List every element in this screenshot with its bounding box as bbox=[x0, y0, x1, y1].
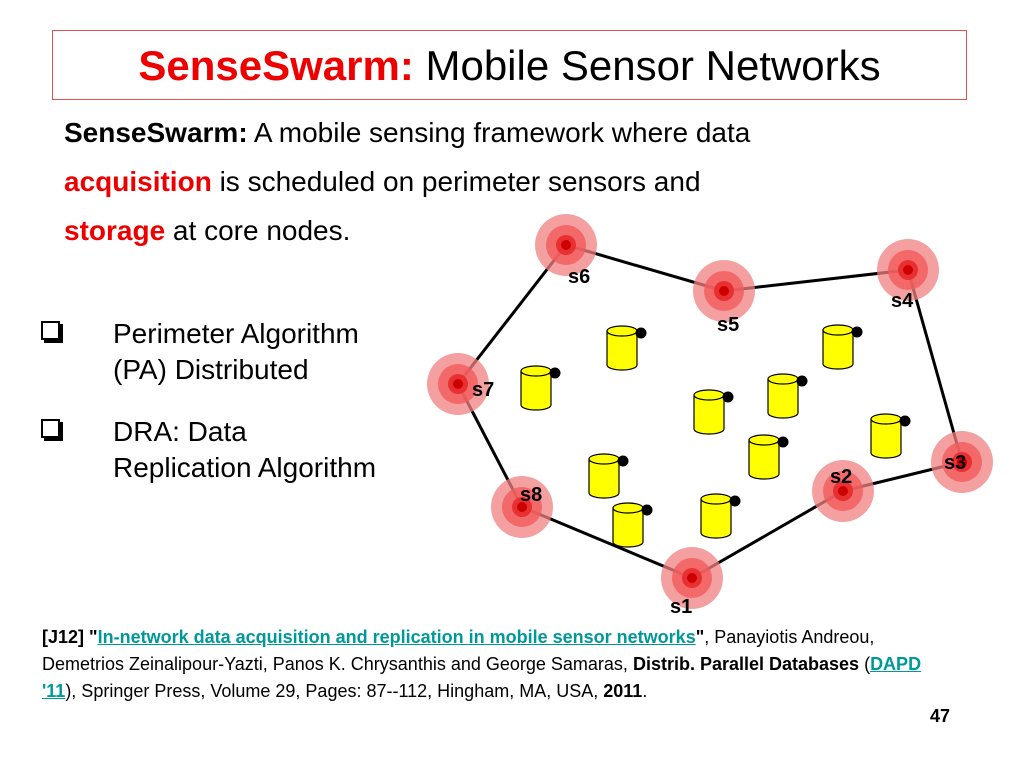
sensor-labels: s6 s5 s4 s3 s2 s1 s8 s7 bbox=[472, 266, 966, 618]
bullet-2-line-1: DRA: Data bbox=[113, 416, 247, 447]
storage-node bbox=[822, 324, 863, 370]
title-highlight: SenseSwarm: bbox=[138, 42, 414, 89]
sensor-node-s2 bbox=[812, 460, 874, 522]
storage-node bbox=[612, 502, 653, 548]
bullet-2-line-2: Replication Algorithm bbox=[113, 452, 377, 483]
sensor-node-s4 bbox=[877, 239, 939, 301]
node-dot-icon bbox=[549, 367, 561, 379]
title-box: SenseSwarm: Mobile Sensor Networks bbox=[52, 30, 967, 100]
storage-node bbox=[767, 373, 808, 419]
ref-details: ), Springer Press, Volume 29, Pages: 87-… bbox=[65, 681, 599, 701]
intro-line2-text: is scheduled on perimeter sensors and bbox=[211, 166, 701, 197]
sensor-node-s6 bbox=[535, 214, 597, 276]
page-number: 47 bbox=[930, 706, 951, 726]
sensor-label: s7 bbox=[472, 379, 494, 401]
sensor-label: s4 bbox=[891, 290, 914, 312]
storage-node bbox=[870, 413, 911, 459]
ref-authors: Panayiotis Andreou, Demetrios Zeinalipou… bbox=[42, 627, 875, 674]
storage-node bbox=[748, 434, 789, 480]
node-dot-icon bbox=[851, 326, 863, 338]
intro-line-3: storage at core nodes. bbox=[64, 206, 944, 255]
sensor-label: s8 bbox=[520, 484, 542, 506]
storage-node bbox=[520, 365, 561, 411]
storage-node bbox=[700, 493, 741, 539]
venue-link[interactable]: DAPD '11 bbox=[42, 654, 922, 701]
ref-tag: [J12] bbox=[42, 627, 85, 647]
paper-title-link[interactable]: In-network data acquisition and replicat… bbox=[97, 627, 696, 647]
bullet-list: Perimeter Algorithm (PA) Distributed DRA… bbox=[38, 316, 458, 512]
bullet-item: Perimeter Algorithm (PA) Distributed bbox=[38, 316, 458, 388]
storage-node bbox=[588, 453, 629, 499]
sensor-label: s2 bbox=[830, 466, 852, 488]
node-dot-icon bbox=[777, 436, 789, 448]
ref-year: 2011 bbox=[603, 681, 643, 701]
sensor-node-s8 bbox=[491, 476, 553, 538]
reference-citation: [J12] "In-network data acquisition and r… bbox=[42, 627, 922, 701]
sensor-label: s3 bbox=[944, 452, 966, 474]
sensor-node-s7 bbox=[427, 353, 489, 415]
intro-line-2: acquisition is scheduled on perimeter se… bbox=[64, 157, 944, 206]
sensor-label: s6 bbox=[568, 266, 590, 288]
node-dot-icon bbox=[617, 455, 629, 467]
node-dot-icon bbox=[641, 504, 653, 516]
bullet-1-line-2: (PA) Distributed bbox=[113, 354, 309, 385]
sensor-halos bbox=[427, 214, 993, 609]
node-dot-icon bbox=[899, 415, 911, 427]
intro-storage: storage bbox=[64, 215, 166, 246]
node-dot-icon bbox=[635, 327, 647, 339]
storage-nodes bbox=[520, 324, 911, 548]
node-dot-icon bbox=[796, 375, 808, 387]
intro-line3-text: at core nodes. bbox=[165, 215, 351, 246]
intro-line-1: SenseSwarm: A mobile sensing framework w… bbox=[64, 108, 944, 157]
sensor-node-s1 bbox=[661, 547, 723, 609]
intro-line1-text: A mobile sensing framework where data bbox=[247, 117, 751, 148]
intro-acquisition: acquisition bbox=[64, 166, 212, 197]
checkbox-bullet-icon bbox=[41, 321, 60, 340]
bullet-1-line-1: Perimeter Algorithm bbox=[113, 318, 359, 349]
bullet-item: DRA: Data Replication Algorithm bbox=[38, 414, 458, 486]
ref-journal: Distrib. Parallel Databases bbox=[632, 654, 860, 674]
node-dot-icon bbox=[729, 495, 741, 507]
sensor-label: s5 bbox=[717, 314, 739, 336]
title-rest: Mobile Sensor Networks bbox=[413, 42, 881, 89]
storage-node bbox=[606, 325, 647, 371]
checkbox-bullet-icon bbox=[41, 419, 60, 438]
perimeter-link bbox=[906, 269, 964, 463]
intro-bold: SenseSwarm: bbox=[64, 117, 248, 148]
page-title: SenseSwarm: Mobile Sensor Networks bbox=[53, 31, 966, 101]
node-dot-icon bbox=[722, 391, 734, 403]
sensor-node-s5 bbox=[693, 260, 755, 322]
sensor-label: s1 bbox=[670, 596, 692, 618]
intro-paragraph: SenseSwarm: A mobile sensing framework w… bbox=[64, 108, 944, 255]
storage-node bbox=[693, 389, 734, 435]
sensor-node-s3 bbox=[931, 431, 993, 493]
